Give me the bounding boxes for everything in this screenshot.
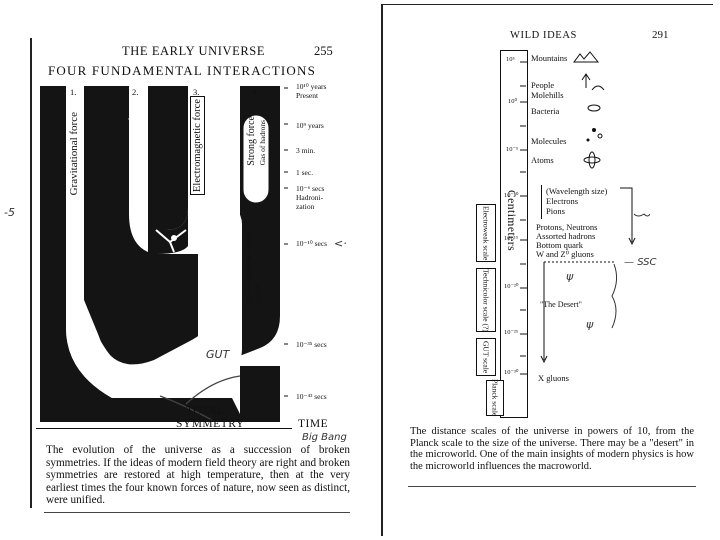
bacteria-icon	[588, 105, 600, 111]
handwritten-ssc: — SSC	[624, 257, 657, 268]
ruler-tick-1e-15: 10⁻¹⁵	[504, 234, 518, 242]
right-footer-rule	[408, 486, 696, 487]
planck-scale-box: Planck scale	[486, 380, 504, 416]
strong-lower-region	[240, 366, 280, 422]
annotation-lines	[530, 180, 650, 380]
ruler-tick-1e-10: 10⁻¹⁰	[504, 191, 519, 199]
total-label: TOTAL	[186, 405, 225, 417]
electroweak-scale-box: Electroweak scale	[476, 204, 496, 262]
label-molehills: Molehills	[531, 90, 564, 100]
page-number-right: 291	[652, 29, 669, 41]
tick-10-43: 10⁻⁴³ secs	[296, 392, 327, 401]
ruler-tick-1e-5: 10⁻⁵	[506, 145, 518, 153]
gravitational-force-label: Gravitational force	[67, 110, 81, 197]
em-region	[148, 86, 188, 230]
label-bacteria: Bacteria	[531, 106, 559, 116]
object-sketches	[570, 50, 620, 180]
quark-capsule	[198, 202, 242, 372]
x-gluons-label: X gluons	[538, 373, 569, 383]
tick-1sec: 1 sec.	[296, 168, 313, 177]
gut-scale-box: GUT scale	[476, 338, 496, 376]
running-head: THE EARLY UNIVERSE	[122, 44, 265, 59]
technicolor-scale-box: Technicolor scale (?)	[476, 268, 496, 332]
handwritten-squiggle	[634, 214, 650, 216]
left-margin-rule	[30, 38, 32, 508]
handwritten-arrow: <·	[334, 237, 347, 250]
tick-10-35: 10⁻³⁵ secs	[296, 340, 327, 349]
label-molecules: Molecules	[531, 136, 566, 146]
right-caption: The distance scales of the universe in p…	[410, 426, 694, 472]
person-icon	[582, 74, 590, 88]
mountain-icon	[574, 52, 598, 62]
label-atoms: Atoms	[531, 155, 554, 165]
handwritten-gut: GUT	[206, 348, 229, 361]
right-top-rule	[383, 4, 713, 5]
column-number-2: 2.	[132, 87, 138, 97]
diagram-baseline	[36, 428, 292, 429]
ruler-tick-1e5: 10⁵	[506, 56, 515, 63]
tick-billion-years: 10⁹ years	[296, 121, 324, 130]
ruler-tick-1e0: 10⁰	[508, 97, 517, 105]
left-caption: The evolution of the universe as a succe…	[46, 444, 350, 507]
ruler-tick-1e-30: 10⁻³⁰	[504, 368, 519, 376]
gas-of-quarks-label: Gas of quarks & colored gluons	[244, 214, 266, 304]
label-people: People	[531, 80, 554, 90]
column-number-1: 1.	[70, 87, 76, 97]
ruler-tick-1e-25: 10⁻²⁵	[504, 328, 518, 336]
weak-force-label: Weak interaction force	[128, 100, 139, 195]
gas-of-hadrons-label: Gas of hadrons	[258, 120, 267, 165]
margin-mark: -5	[4, 206, 15, 219]
cactus-icon-2: ψ	[586, 318, 593, 331]
ruler-tick-1e-20: 10⁻²⁰	[504, 282, 519, 290]
tick-10-10: 10⁻¹⁰ secs	[296, 239, 327, 248]
handwritten-big-bang: Big Bang	[302, 432, 347, 443]
right-margin-rule	[381, 4, 383, 536]
column-number-4: 4.	[252, 87, 258, 97]
strong-force-label: Strong force	[246, 116, 257, 166]
atom-icon	[584, 157, 600, 163]
page-number: 255	[314, 44, 333, 59]
left-footer-rule	[44, 512, 350, 513]
running-head-right: WILD IDEAS	[510, 30, 577, 41]
figure-title: FOUR FUNDAMENTAL INTERACTIONS	[48, 63, 316, 79]
molehill-icon	[592, 86, 604, 90]
tick-3min: 3 min.	[296, 146, 315, 155]
label-mountains: Mountains	[531, 53, 567, 63]
molecule-icon	[592, 128, 596, 132]
desert-label: "The Desert"	[540, 300, 582, 309]
cactus-icon: ψ	[566, 270, 573, 283]
time-axis-label: TIME	[298, 418, 328, 430]
electromagnetic-force-label: Electromagnetic force	[190, 96, 205, 195]
